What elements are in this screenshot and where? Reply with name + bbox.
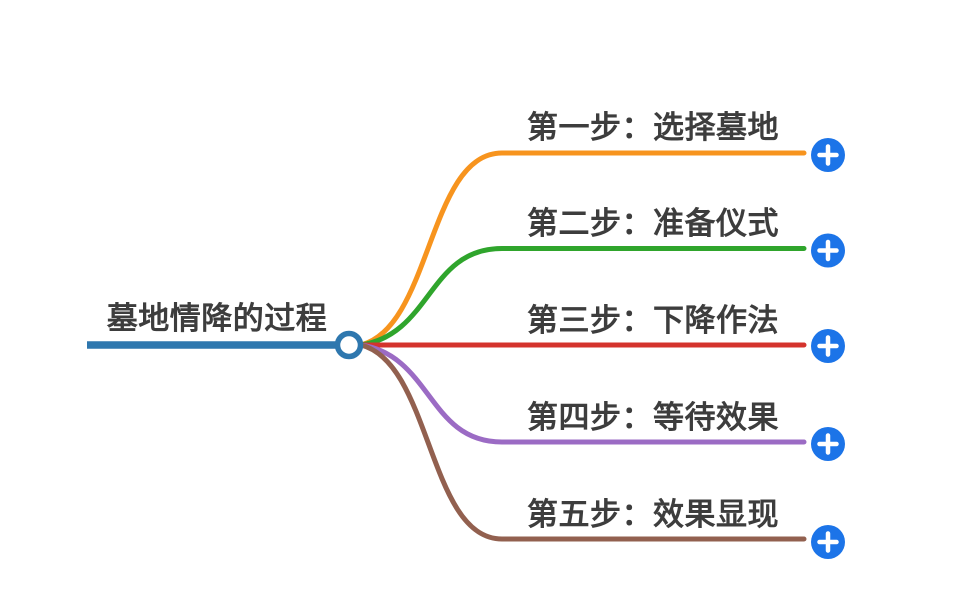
plus-icon [817, 144, 839, 166]
plus-icon [817, 239, 839, 262]
plus-icon [817, 335, 839, 357]
add-child-button[interactable] [811, 233, 845, 268]
add-child-button[interactable] [811, 525, 845, 559]
add-child-button[interactable] [811, 329, 845, 363]
add-child-button[interactable] [811, 138, 845, 172]
branch-node-label[interactable]: 第三步：下降作法 [527, 303, 779, 338]
branch-node-label[interactable]: 第五步：效果显现 [527, 497, 779, 532]
branch-node-label[interactable]: 第一步：选择墓地 [527, 110, 779, 145]
plus-icon [817, 531, 839, 553]
add-child-button[interactable] [811, 427, 845, 461]
branch-node-label[interactable]: 第二步：准备仪式 [527, 206, 779, 241]
branch-connector [358, 342, 807, 542]
root-node-label[interactable]: 墓地情降的过程 [106, 301, 328, 336]
branch-node-label[interactable]: 第四步：等待效果 [527, 400, 779, 435]
branch-connector [358, 342, 807, 445]
root-collapse-handle[interactable] [334, 330, 364, 360]
branch-connector [358, 150, 807, 348]
branch-connector [358, 246, 807, 348]
plus-icon [817, 433, 839, 455]
